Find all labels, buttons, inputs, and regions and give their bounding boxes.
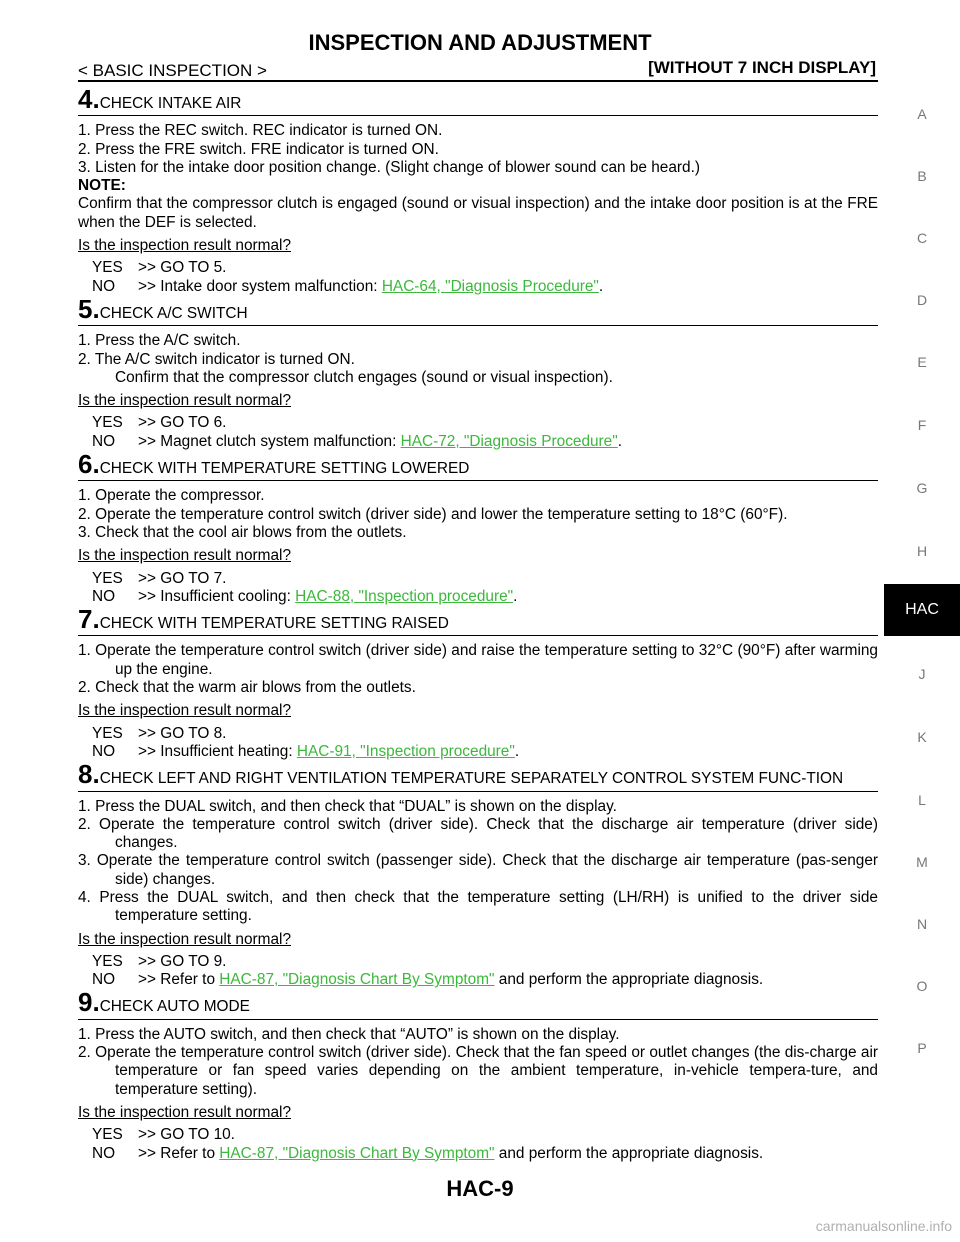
reference-link[interactable]: HAC-87, "Diagnosis Chart By Symptom" [219, 1144, 495, 1162]
side-index-h[interactable]: H [916, 543, 928, 559]
variant-label: [WITHOUT 7 INCH DISPLAY] [648, 58, 876, 77]
reference-link[interactable]: HAC-88, "Inspection procedure" [295, 587, 514, 605]
side-index-j[interactable]: J [918, 666, 926, 682]
reference-link[interactable]: HAC-64, "Diagnosis Procedure" [381, 277, 599, 295]
step-title: CHECK LEFT AND RIGHT VENTILATION TEMPERA… [99, 770, 844, 788]
reference-link[interactable]: HAC-91, "Inspection procedure" [296, 742, 515, 760]
side-index-c[interactable]: C [916, 230, 928, 246]
content: 4.CHECK INTAKE AIR 1. Press the REC swit… [78, 86, 878, 1163]
side-index-e[interactable]: E [917, 354, 927, 370]
step-number: 5. [78, 293, 100, 324]
note-label: NOTE: [78, 177, 126, 195]
step-rule [78, 325, 878, 327]
list-item: 2. Operate the temperature control switc… [78, 815, 878, 852]
step-heading: 8.CHECK LEFT AND RIGHT VENTILATION TEMPE… [78, 761, 878, 788]
list-item: Confirm that the compressor clutch engag… [115, 368, 613, 386]
answer-yes: YES>> GO TO 7. [92, 569, 227, 587]
answer-yes: YES>> GO TO 5. [92, 259, 227, 277]
step-number: 8. [78, 759, 100, 790]
question: Is the inspection result normal? [78, 392, 292, 410]
list-item: 2. The A/C switch indicator is turned ON… [78, 350, 355, 368]
section-label: < BASIC INSPECTION > [78, 61, 267, 80]
step-6: 6.CHECK WITH TEMPERATURE SETTING LOWERED… [78, 451, 878, 606]
step-title: CHECK WITH TEMPERATURE SETTING LOWERED [99, 460, 470, 478]
note-text: Confirm that the compressor clutch is en… [78, 195, 878, 231]
question: Is the inspection result normal? [78, 930, 292, 948]
step-heading: 5.CHECK A/C SWITCH [78, 296, 878, 323]
step-title: CHECK AUTO MODE [99, 998, 250, 1016]
question: Is the inspection result normal? [78, 1103, 292, 1121]
answer-yes: YES>> GO TO 6. [92, 414, 227, 432]
question: Is the inspection result normal? [78, 547, 292, 565]
question: Is the inspection result normal? [78, 237, 292, 255]
step-number: 4. [78, 84, 100, 114]
answer-no: NO>> Refer to HAC-87, "Diagnosis Chart B… [92, 971, 764, 989]
list-item: 1. Press the A/C switch. [78, 332, 241, 350]
step-rule [78, 790, 878, 792]
side-index-k[interactable]: K [917, 729, 927, 745]
step-title: CHECK WITH TEMPERATURE SETTING RAISED [99, 615, 449, 633]
list-item: 2. Operate the temperature control switc… [78, 1044, 878, 1098]
list-item: 3. Listen for the intake door position c… [78, 158, 701, 176]
step-heading: 4.CHECK INTAKE AIR [78, 86, 878, 113]
side-index-d[interactable]: D [916, 292, 928, 308]
side-index-b[interactable]: B [917, 168, 927, 184]
answer-no: NO>> Intake door system malfunction: HAC… [92, 277, 604, 295]
list-item: 1. Press the REC switch. REC indicator i… [78, 122, 443, 140]
page-title: INSPECTION AND ADJUSTMENT [308, 30, 652, 55]
reference-link[interactable]: HAC-87, "Diagnosis Chart By Symptom" [219, 971, 495, 989]
step-number: 6. [78, 449, 100, 480]
list-item: 2. Press the FRE switch. FRE indicator i… [78, 140, 439, 158]
side-index-f[interactable]: F [917, 417, 927, 433]
list-item: 1. Operate the compressor. [78, 487, 265, 505]
reference-link[interactable]: HAC-72, "Diagnosis Procedure" [400, 432, 618, 450]
side-index-hac[interactable]: HAC [884, 584, 960, 636]
side-index-p[interactable]: P [917, 1040, 927, 1056]
answer-no: NO>> Insufficient heating: HAC-91, "Insp… [92, 742, 520, 760]
list-item: 3. Operate the temperature control switc… [78, 852, 878, 888]
step-rule [78, 480, 878, 482]
list-item: 4. Press the DUAL switch, and then check… [78, 888, 878, 925]
side-index-m[interactable]: M [916, 854, 928, 870]
question: Is the inspection result normal? [78, 702, 292, 720]
answer-no: NO>> Insufficient cooling: HAC-88, "Insp… [92, 587, 518, 605]
page-number: HAC-9 [446, 1176, 514, 1201]
side-index-n[interactable]: N [916, 916, 928, 932]
list-item: 2. Check that the warm air blows from th… [78, 679, 416, 697]
list-item: 2. Operate the temperature control switc… [78, 505, 788, 523]
answer-yes: YES>> GO TO 9. [92, 952, 227, 970]
list-item: 1. Operate the temperature control switc… [78, 642, 878, 678]
step-rule [78, 115, 878, 117]
step-heading: 9.CHECK AUTO MODE [78, 989, 878, 1016]
step-9: 9.CHECK AUTO MODE 1. Press the AUTO swit… [78, 989, 878, 1162]
side-index-l[interactable]: L [918, 792, 926, 808]
step-heading: 7.CHECK WITH TEMPERATURE SETTING RAISED [78, 606, 878, 633]
side-index-o[interactable]: O [916, 978, 928, 994]
answer-no: NO>> Magnet clutch system malfunction: H… [92, 432, 622, 450]
answer-no: NO>> Refer to HAC-87, "Diagnosis Chart B… [92, 1144, 764, 1162]
list-item: 1. Press the AUTO switch, and then check… [78, 1025, 620, 1043]
answer-yes: YES>> GO TO 8. [92, 724, 227, 742]
step-7: 7.CHECK WITH TEMPERATURE SETTING RAISED … [78, 606, 878, 761]
step-number: 7. [78, 604, 100, 635]
answer-yes: YES>> GO TO 10. [92, 1126, 235, 1144]
side-index-g[interactable]: G [916, 480, 928, 496]
step-5: 5.CHECK A/C SWITCH 1. Press the A/C swit… [78, 296, 878, 451]
step-number: 9. [78, 987, 100, 1018]
side-index-a[interactable]: A [917, 106, 927, 122]
step-8: 8.CHECK LEFT AND RIGHT VENTILATION TEMPE… [78, 761, 878, 989]
step-heading: 6.CHECK WITH TEMPERATURE SETTING LOWERED [78, 451, 878, 478]
step-title: CHECK A/C SWITCH [99, 304, 248, 322]
step-title: CHECK INTAKE AIR [99, 95, 242, 112]
step-rule [78, 635, 878, 637]
watermark: carmanualsonline.info [815, 1218, 952, 1234]
step-rule [78, 1018, 878, 1020]
list-item: 1. Press the DUAL switch, and then check… [78, 797, 617, 815]
list-item: 3. Check that the cool air blows from th… [78, 523, 407, 541]
step-4: 4.CHECK INTAKE AIR 1. Press the REC swit… [78, 86, 878, 296]
header-rule [78, 80, 878, 82]
